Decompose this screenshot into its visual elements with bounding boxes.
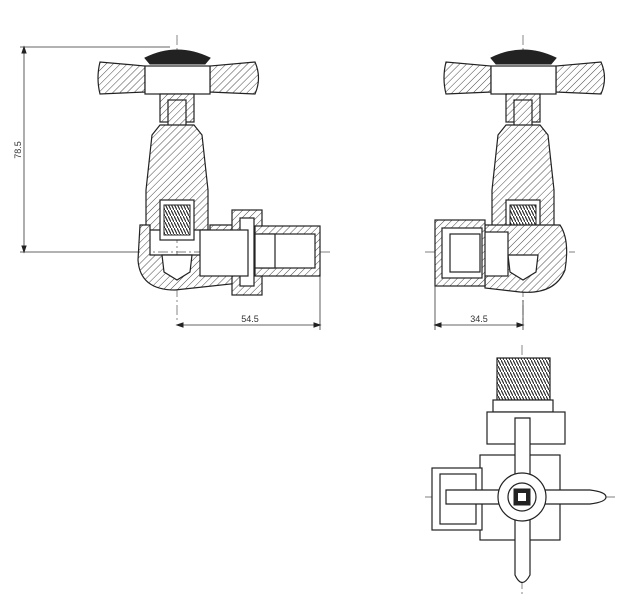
side-width-dimension: 34.5 bbox=[470, 314, 488, 324]
side-section-view: 34.5 bbox=[425, 35, 606, 330]
top-view bbox=[425, 345, 615, 595]
front-width-dimension: 54.5 bbox=[241, 314, 259, 324]
front-section-view: 78.5 54.5 bbox=[13, 35, 330, 330]
height-dimension: 78.5 bbox=[13, 141, 23, 159]
